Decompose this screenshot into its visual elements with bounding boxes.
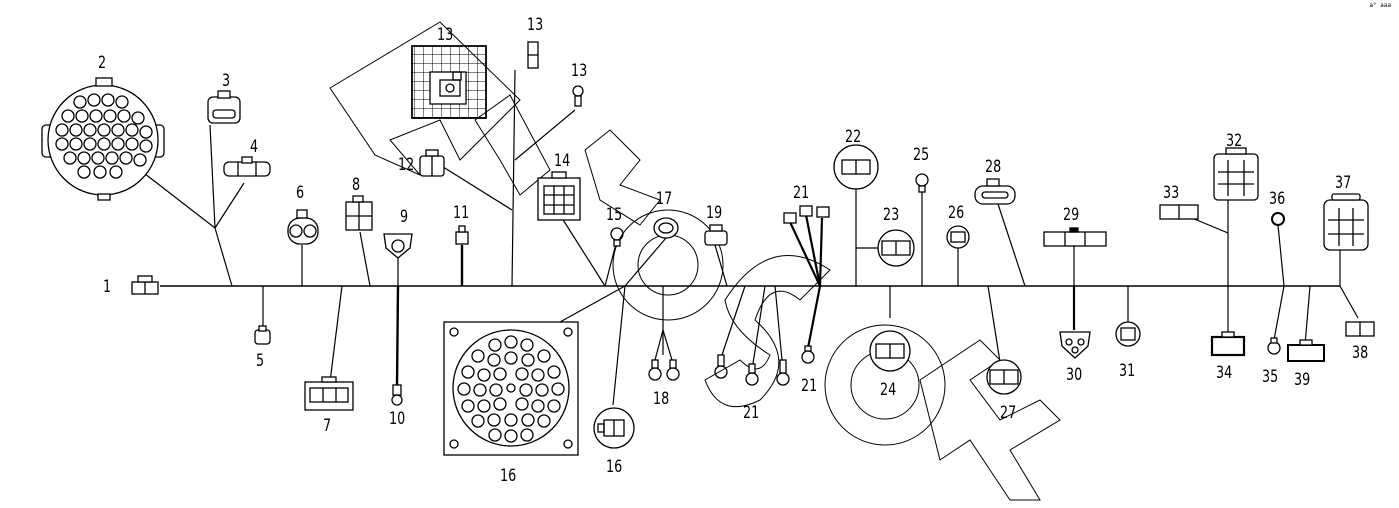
connector-11 (455, 225, 469, 245)
callout-17: 17 (656, 188, 672, 208)
connector-33 (1159, 204, 1199, 220)
callout-29: 29 (1063, 204, 1079, 224)
connectors-21-top (783, 205, 830, 224)
connector-25 (915, 173, 929, 193)
callout-19: 19 (706, 202, 722, 222)
connector-1 (131, 275, 159, 295)
callout-14: 14 (554, 150, 570, 170)
branch-wires (139, 69, 1359, 406)
connector-2-round-multipin (41, 77, 165, 201)
callout-9: 9 (400, 206, 408, 226)
callout-39: 39 (1294, 369, 1310, 389)
connector-26 (946, 225, 970, 249)
connector-22 (833, 144, 879, 190)
connector-9 (383, 233, 413, 259)
connector-37 (1323, 193, 1369, 251)
connector-36 (1271, 212, 1285, 226)
connector-38 (1345, 321, 1375, 337)
connector-28 (974, 178, 1016, 205)
callout-21-right: 21 (801, 375, 817, 395)
callout-27: 27 (1000, 402, 1016, 422)
callout-3: 3 (222, 70, 230, 90)
callout-2: 2 (98, 52, 106, 72)
callout-6: 6 (296, 182, 304, 202)
callout-26: 26 (948, 202, 964, 222)
callout-34: 34 (1216, 362, 1232, 382)
connector-16-small (593, 407, 635, 449)
connector-10 (391, 384, 403, 406)
connector-3 (207, 90, 241, 124)
callout-13-top: 13 (527, 14, 543, 34)
terminal-13-right (572, 85, 584, 107)
callout-11: 11 (453, 202, 469, 222)
callout-30: 30 (1066, 364, 1082, 384)
connector-24 (869, 330, 911, 372)
callout-16-small: 16 (606, 456, 622, 476)
connector-31 (1115, 321, 1141, 347)
callout-13-grid: 13 (437, 24, 453, 44)
connector-7 (304, 376, 354, 411)
connector-13-top (527, 41, 539, 69)
callout-1: 1 (103, 276, 111, 296)
callout-5: 5 (256, 350, 264, 370)
connector-4 (223, 156, 271, 177)
callout-38: 38 (1352, 342, 1368, 362)
callout-18: 18 (653, 388, 669, 408)
connector-15 (610, 227, 624, 247)
callout-28: 28 (985, 156, 1001, 176)
connector-19 (704, 224, 728, 246)
relay-block-13 (411, 45, 487, 119)
callout-labels: 1 2 3 4 5 6 7 8 9 10 11 12 13 13 13 14 1… (98, 14, 1368, 485)
connector-27 (986, 359, 1022, 395)
callout-10: 10 (389, 408, 405, 428)
callout-36: 36 (1269, 188, 1285, 208)
callout-24: 24 (880, 379, 896, 399)
connector-12 (419, 149, 445, 177)
connector-8 (345, 195, 373, 231)
callout-37: 37 (1335, 172, 1351, 192)
connector-5 (254, 325, 271, 345)
connector-6 (287, 209, 319, 245)
connector-32 (1213, 147, 1259, 201)
connector-39 (1287, 339, 1325, 362)
callout-33: 33 (1163, 182, 1179, 202)
corner-mark: a° aaa (1369, 2, 1391, 9)
callout-35: 35 (1262, 366, 1278, 386)
callout-13-right: 13 (571, 60, 587, 80)
connector-34 (1210, 331, 1246, 357)
callout-32: 32 (1226, 130, 1242, 150)
callout-23: 23 (883, 204, 899, 224)
callout-8: 8 (352, 174, 360, 194)
connector-17 (653, 217, 679, 239)
terminals-21-bottom (714, 345, 815, 386)
callout-12: 12 (398, 154, 414, 174)
callout-15: 15 (606, 204, 622, 224)
connector-29 (1043, 227, 1107, 247)
connector-16-main (443, 321, 579, 456)
terminals-18 (648, 359, 680, 381)
callout-31: 31 (1119, 360, 1135, 380)
callout-22: 22 (845, 126, 861, 146)
connector-23 (877, 229, 915, 267)
callout-16-main: 16 (500, 465, 516, 485)
callout-21-left: 21 (743, 402, 759, 422)
connector-30 (1059, 331, 1091, 359)
connector-35 (1267, 337, 1281, 355)
callout-4: 4 (250, 136, 258, 156)
connector-14 (537, 171, 581, 221)
callout-7: 7 (323, 415, 331, 435)
callout-25: 25 (913, 144, 929, 164)
callout-21-top: 21 (793, 182, 809, 202)
